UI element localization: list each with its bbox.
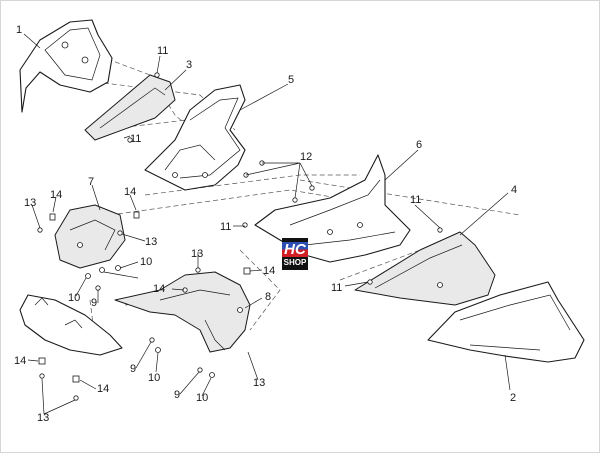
- callout-9b: 9: [130, 363, 136, 375]
- callout-14f: 14: [97, 383, 109, 395]
- callout-4: 4: [511, 184, 517, 196]
- callout-14d: 14: [153, 283, 165, 295]
- logo-shop-text: SHOP: [283, 257, 307, 267]
- callout-5: 5: [288, 74, 294, 86]
- callout-6: 6: [416, 139, 422, 151]
- callout-7: 7: [88, 176, 94, 188]
- callout-13c: 13: [191, 248, 203, 260]
- callout-2: 2: [510, 392, 516, 404]
- callout-14b: 14: [124, 186, 136, 198]
- callout-10b: 10: [68, 292, 80, 304]
- part-2-side-panel: [427, 281, 585, 363]
- part-3-side-strip: [84, 74, 176, 141]
- callout-13a: 13: [24, 197, 36, 209]
- callout-8: 8: [265, 291, 271, 303]
- hc-shop-logo: HC SHOP: [282, 238, 308, 270]
- callout-14a: 14: [50, 189, 62, 201]
- callout-14c: 14: [263, 265, 275, 277]
- part-7-left-bracket: [54, 204, 126, 269]
- callout-11e: 11: [331, 282, 342, 294]
- leader-lines: [23, 33, 511, 415]
- callout-13e: 13: [37, 412, 49, 424]
- lower-left-cover: [19, 294, 123, 356]
- part-8-lower-bracket: [114, 271, 251, 353]
- callout-3: 3: [186, 59, 192, 71]
- callout-10c: 10: [148, 372, 160, 384]
- callout-12: 12: [300, 151, 312, 163]
- callout-11b: 11: [130, 133, 141, 145]
- callout-11a: 11: [157, 45, 168, 57]
- callout-13b: 13: [145, 236, 157, 248]
- callout-11c: 11: [220, 221, 231, 233]
- part-1-upper-trim: [19, 19, 113, 113]
- callout-10d: 10: [196, 392, 208, 404]
- callout-9a: 9: [91, 297, 97, 309]
- callout-11d: 11: [410, 194, 421, 206]
- part-6-front-cowl: [254, 154, 411, 263]
- callout-14e: 14: [14, 355, 26, 367]
- part-4-side-trim: [354, 231, 496, 306]
- callout-numbers: 1 2 3 4 5 6 7 8 9 9 9 10 10 10 10 11 11 …: [14, 24, 517, 424]
- logo-hc-text: HC: [282, 240, 308, 258]
- callout-1: 1: [16, 24, 22, 36]
- part-5-instrument-support: [144, 84, 246, 191]
- callout-9c: 9: [174, 389, 180, 401]
- callout-13d: 13: [253, 377, 265, 389]
- callout-10a: 10: [140, 256, 152, 268]
